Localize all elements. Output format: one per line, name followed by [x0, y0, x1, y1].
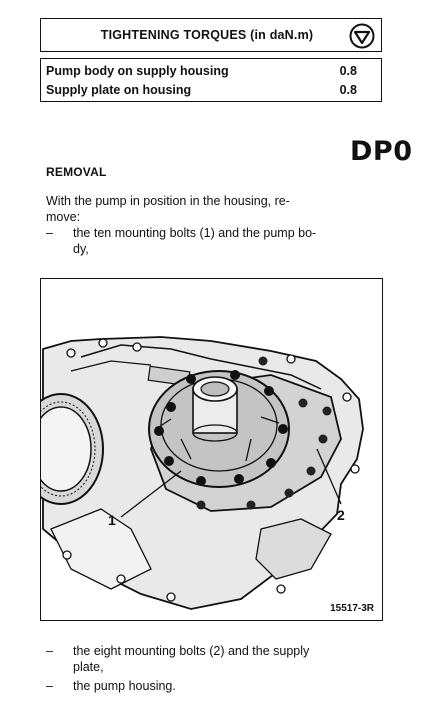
- torque-item: Pump body on supply housing: [46, 64, 229, 78]
- figure-reference: 15517-3R: [330, 603, 374, 614]
- step-text: plate,: [73, 659, 104, 674]
- bullet-dash: –: [46, 644, 53, 658]
- document-code: DP0: [350, 136, 413, 167]
- pump-drawing: [41, 336, 364, 610]
- torque-table-title: TIGHTENING TORQUES (in daN.m): [100, 28, 314, 42]
- torque-item: Supply plate on housing: [46, 83, 192, 97]
- intro-paragraph: With the pump in position in the housing…: [46, 194, 386, 225]
- torque-row: Pump body on supply housing 0.8: [46, 64, 357, 78]
- step-item: – the pump housing.: [46, 679, 386, 695]
- torque-value: 0.8: [339, 64, 357, 78]
- intro-line: With the pump in position in the housing…: [46, 194, 290, 208]
- torque-wrench-circle-icon: [349, 23, 375, 49]
- pump-housing-illustration: 1 2 15517-3R: [40, 278, 383, 621]
- bullet-dash: –: [46, 679, 53, 693]
- callout-2: 2: [337, 507, 345, 523]
- bullet-dash: –: [46, 226, 53, 240]
- callout-1: 1: [108, 512, 116, 528]
- torque-table-header: TIGHTENING TORQUES (in daN.m): [40, 18, 382, 52]
- section-heading: REMOVAL: [46, 165, 107, 179]
- step-text: the pump housing.: [73, 679, 176, 693]
- torque-row: Supply plate on housing 0.8: [46, 83, 357, 97]
- step-item: – the eight mounting bolts (2) and the su…: [46, 644, 386, 675]
- intro-line: move:: [46, 209, 81, 224]
- step-item: – the ten mounting bolts (1) and the pump…: [46, 226, 386, 257]
- torque-value: 0.8: [339, 83, 357, 97]
- step-text: the ten mounting bolts (1) and the pump …: [73, 226, 317, 240]
- step-text: dy,: [73, 241, 89, 256]
- torque-table: Pump body on supply housing 0.8 Supply p…: [40, 58, 382, 102]
- step-text: the eight mounting bolts (2) and the sup…: [73, 644, 310, 658]
